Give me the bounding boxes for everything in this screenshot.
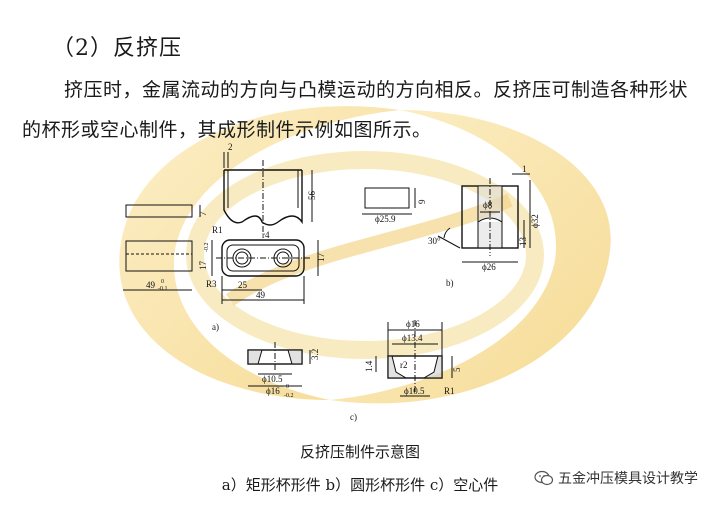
dim-c-h14: 1.4: [364, 360, 374, 372]
dim-a-r-bottom: r4: [262, 230, 270, 240]
dim-c-dia105b: ϕ10.5: [404, 386, 425, 396]
dim-c-r2: r2: [400, 360, 408, 370]
part-a-labels: 2 56 7 R1 r4 17 -0.2 17 49 0 -0.1 R3 25 …: [146, 142, 326, 332]
dim-c-dia16a: ϕ16: [266, 386, 280, 396]
dim-c-h5: 5: [452, 367, 462, 372]
body-paragraph: 挤压时，金属流动的方向与凸模运动的方向相反。反挤压可制造各种形状的杯形或空心制件…: [22, 79, 689, 141]
label-c: c): [350, 412, 357, 422]
part-b-labels: 9 ϕ25.9 1 ϕ8 ϕ32 13 ϕ26 30° b): [375, 164, 540, 288]
dim-c-dia105a: ϕ10.5: [262, 374, 283, 384]
wechat-watermark: 五金冲压模具设计教学: [534, 468, 698, 488]
part-c-labels: 3.2 ϕ10.5 ϕ16 0 -0.2 ϕ16 ϕ13.4 1.4 r2 5 …: [262, 319, 462, 422]
dim-c-tol-a: 0: [286, 384, 289, 390]
section-heading: （2）反挤压: [52, 36, 182, 61]
dim-c-dia16b: ϕ16: [406, 319, 420, 329]
label-a: a): [212, 322, 219, 332]
dim-c-r1: R1: [444, 386, 455, 396]
dim-b-h13: 13: [518, 237, 528, 247]
part-a-drawing: [123, 152, 319, 304]
dim-a-wall: 2: [228, 142, 233, 152]
dim-a-len49: 49: [256, 290, 266, 300]
dim-a-len25: 25: [238, 280, 248, 290]
dim-a-height-right: 17: [316, 253, 326, 263]
dim-b-dia26: ϕ26: [482, 262, 496, 272]
dim-b-dia8: ϕ8: [483, 200, 493, 210]
dim-c-h32: 3.2: [310, 349, 320, 360]
watermark-text: 五金冲压模具设计教学: [558, 471, 698, 487]
dim-c-tol-b: -0.2: [284, 393, 294, 399]
part-b-drawing: [362, 173, 531, 263]
figure-caption: 反挤压制件示意图: [299, 443, 420, 461]
wechat-icon: [534, 470, 554, 486]
dim-b-h9: 9: [417, 199, 427, 204]
dim-a-width: 17: [198, 261, 208, 271]
dim-b-dia32: ϕ32: [530, 214, 540, 228]
dim-a-length-sup: 0: [161, 279, 164, 285]
label-b: b): [446, 278, 454, 288]
dim-a-r3: R3: [206, 279, 217, 289]
dim-a-width-tol: -0.2: [204, 243, 210, 253]
dim-b-angle: 30°: [428, 236, 441, 246]
dim-a-height: 56: [307, 191, 317, 201]
sub-captions: a）矩形杯形件 b）圆形杯形件 c）空心件: [221, 476, 499, 494]
dim-a-r-corner: R1: [212, 225, 223, 235]
dim-a-length: 49: [146, 280, 156, 290]
dim-b-one: 1: [522, 164, 527, 174]
dim-a-length-sub: -0.1: [158, 286, 168, 292]
dim-a-inner: 7: [198, 211, 208, 216]
dim-b-dia259: ϕ25.9: [375, 214, 396, 224]
dim-c-dia134: ϕ13.4: [402, 333, 423, 343]
part-c-drawing: [247, 320, 453, 397]
